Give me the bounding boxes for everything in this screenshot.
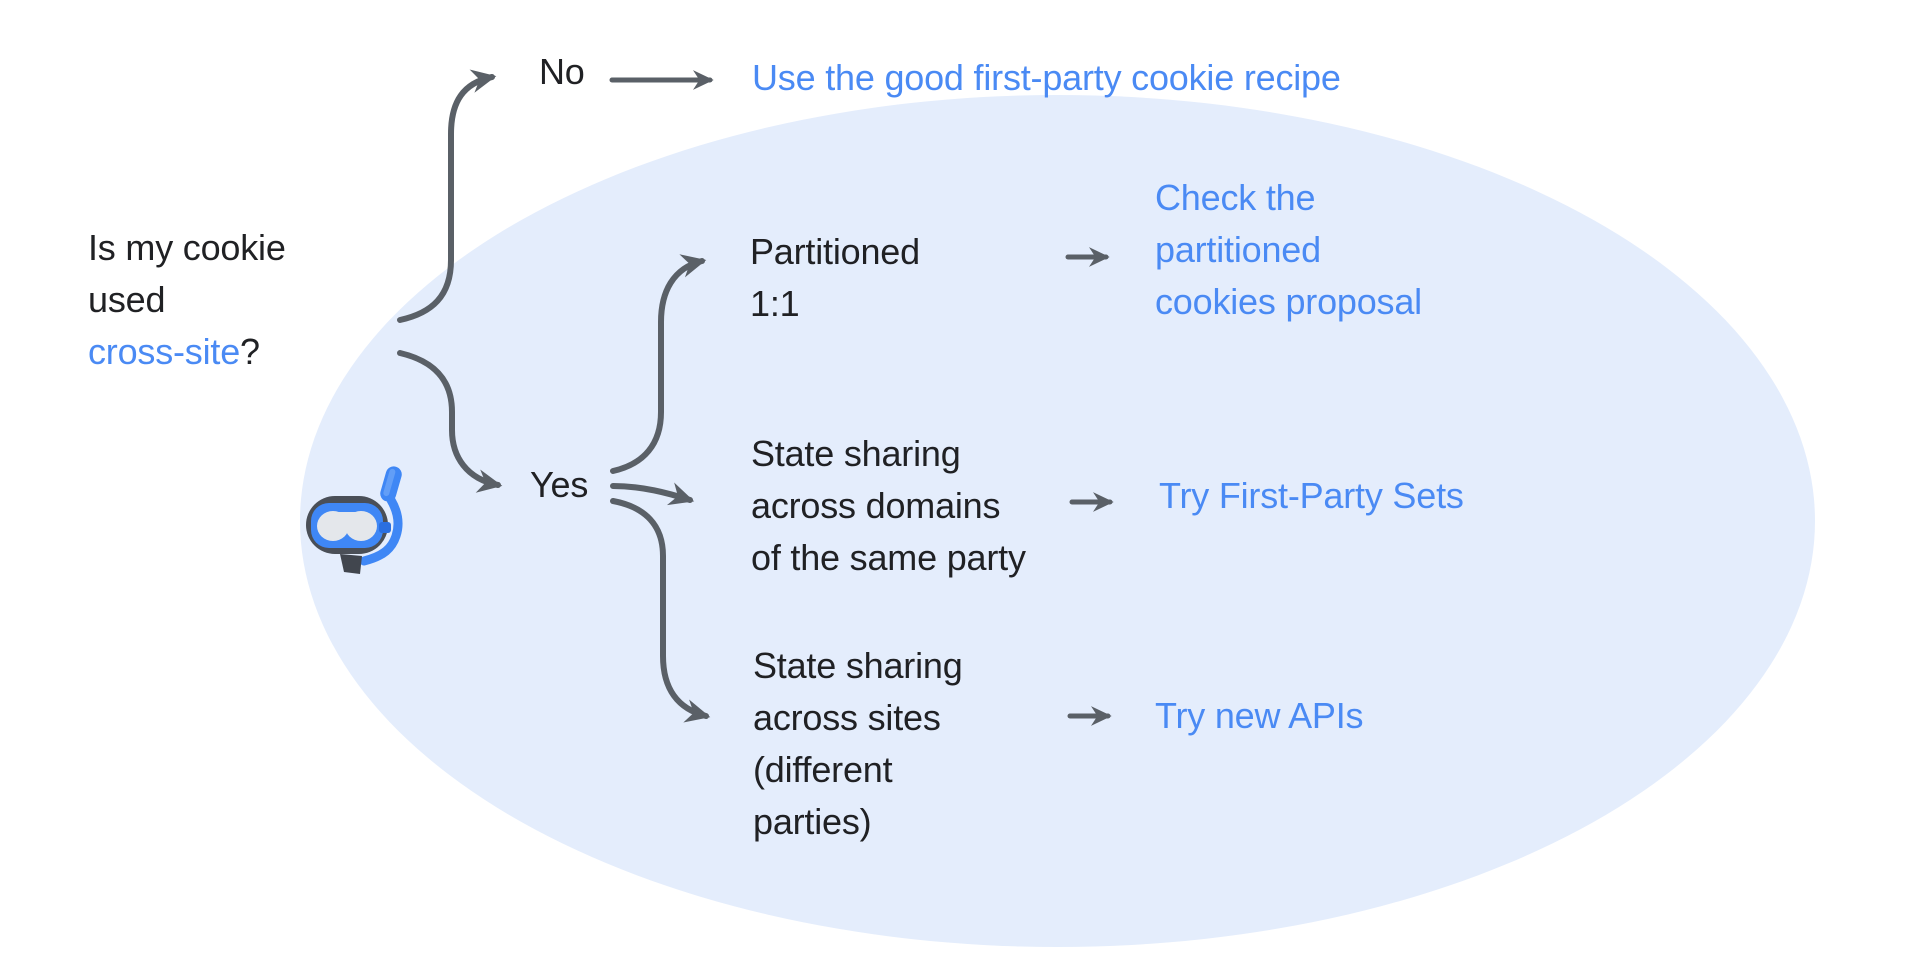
no-label: No — [539, 51, 585, 92]
condition-line: State sharing — [753, 645, 963, 686]
answer-line[interactable]: cookies proposal — [1155, 281, 1422, 322]
cross-site-term: cross-site — [88, 331, 241, 372]
question-line-3: cross-site? — [88, 326, 286, 378]
condition-state-sharing-sites: State sharing across sites (different pa… — [753, 640, 963, 848]
answer-partitioned-cookies-link[interactable]: Check the partitioned cookies proposal — [1155, 172, 1422, 328]
question-line-1: Is my cookie — [88, 227, 286, 268]
answer-first-party-recipe-link[interactable]: Use the good first-party cookie recipe — [752, 57, 1341, 98]
diving-mask-icon — [306, 466, 403, 574]
yes-label: Yes — [530, 464, 589, 505]
condition-line: parties) — [753, 801, 872, 842]
condition-state-sharing-domains: State sharing across domains of the same… — [751, 428, 1026, 584]
answer-try-new-apis-link[interactable]: Try new APIs — [1155, 695, 1364, 736]
condition-partitioned: Partitioned 1:1 — [750, 226, 920, 330]
cross-site-highlight-ellipse — [300, 95, 1815, 947]
condition-line: across domains — [751, 485, 1001, 526]
question-mark: ? — [240, 331, 260, 372]
answer-line[interactable]: Check the — [1155, 177, 1316, 218]
condition-line: of the same party — [751, 537, 1026, 578]
condition-line: (different — [753, 749, 893, 790]
condition-line: across sites — [753, 697, 941, 738]
condition-line: Partitioned — [750, 231, 920, 272]
condition-line: State sharing — [751, 433, 961, 474]
question-text: Is my cookie used cross-site? — [88, 222, 286, 378]
condition-line: 1:1 — [750, 283, 800, 324]
answer-line[interactable]: partitioned — [1155, 229, 1321, 270]
answer-first-party-sets-link[interactable]: Try First-Party Sets — [1159, 475, 1464, 516]
question-line-2: used — [88, 279, 166, 320]
